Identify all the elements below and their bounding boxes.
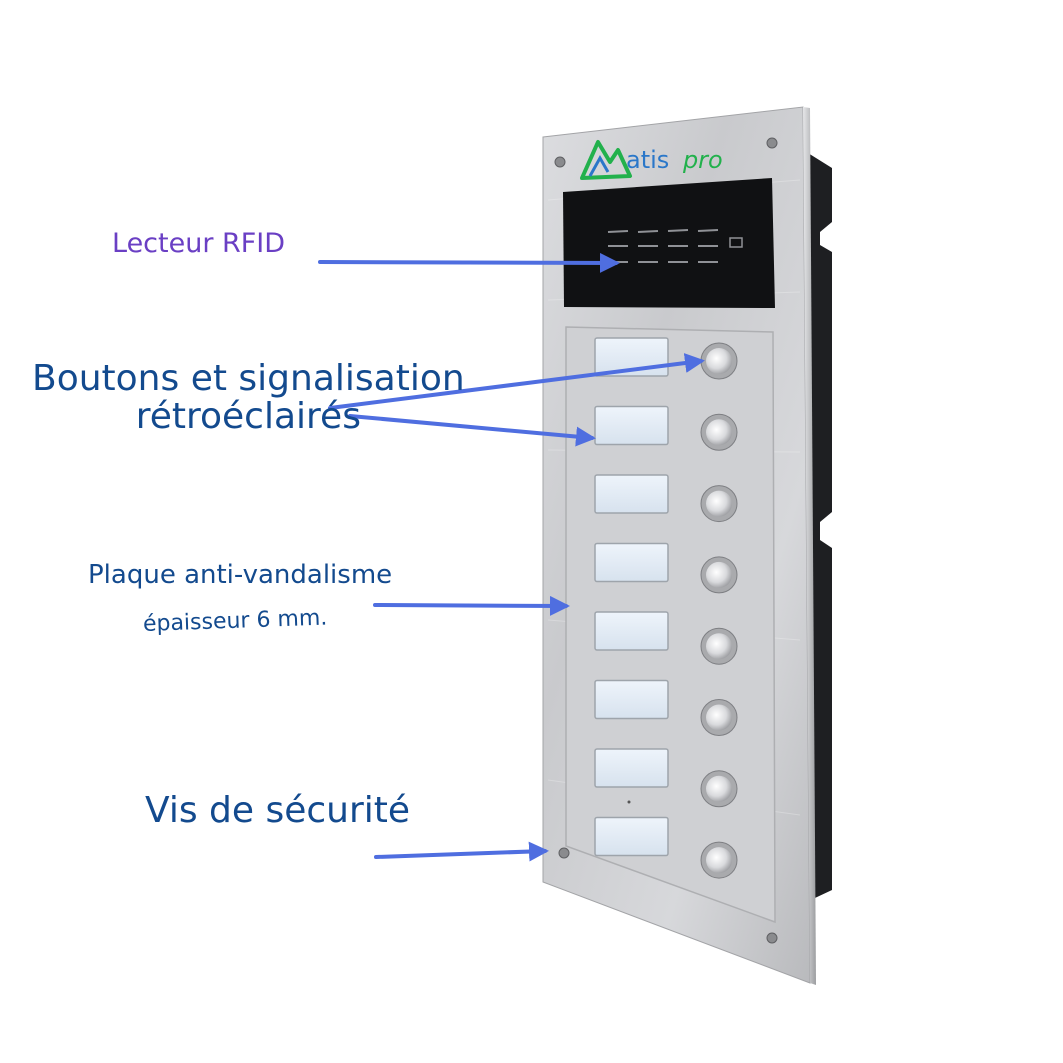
label-backlit-buttons-line1: Boutons et signalisation: [32, 358, 465, 399]
push-button[interactable]: [706, 847, 732, 874]
label-backlit-buttons: Boutons et signalisation rétroéclairés: [32, 360, 465, 436]
push-button[interactable]: [706, 419, 732, 446]
label-rfid-reader: Lecteur RFID: [112, 228, 286, 259]
security-screws: [554, 137, 778, 944]
screw-icon: [766, 932, 778, 944]
push-button[interactable]: [706, 348, 732, 374]
label-security-screws: Vis de sécurité: [145, 790, 411, 831]
arrow-rfid: [318, 252, 620, 273]
name-label-slot: [594, 611, 669, 651]
label-plate-line1: Plaque anti-vandalisme: [88, 560, 393, 590]
name-label-slot: [594, 816, 669, 857]
push-button[interactable]: [706, 633, 732, 660]
arrow-button: [328, 353, 705, 410]
name-label-slot: [594, 542, 669, 583]
name-label-slot: [594, 474, 669, 514]
rfid-reader: [563, 178, 775, 308]
push-button[interactable]: [706, 775, 732, 802]
mountain-logo-icon: [580, 140, 632, 180]
push-button[interactable]: [706, 490, 732, 517]
logo-suffix: pro: [682, 146, 723, 174]
push-button[interactable]: [706, 561, 732, 588]
label-backlit-buttons-line2: rétroéclairés: [135, 396, 361, 437]
screw-icon: [554, 156, 566, 168]
push-button[interactable]: [706, 704, 732, 731]
name-label-slot: [594, 679, 669, 720]
name-label-slot: [594, 405, 669, 446]
screw-icon: [558, 847, 570, 859]
arrow-screw: [374, 841, 549, 862]
name-label-slot: [594, 748, 669, 788]
svg-text:atis pro: atis pro: [626, 146, 723, 174]
logo-brand: atis: [626, 146, 669, 174]
arrow-label: [348, 414, 596, 447]
button-panel: [565, 326, 776, 924]
arrow-plate: [373, 595, 570, 616]
annotation-arrows: [318, 252, 705, 862]
screw-icon: [766, 137, 778, 149]
card-icon: [729, 237, 743, 248]
brand-logo: atis pro: [580, 140, 723, 180]
